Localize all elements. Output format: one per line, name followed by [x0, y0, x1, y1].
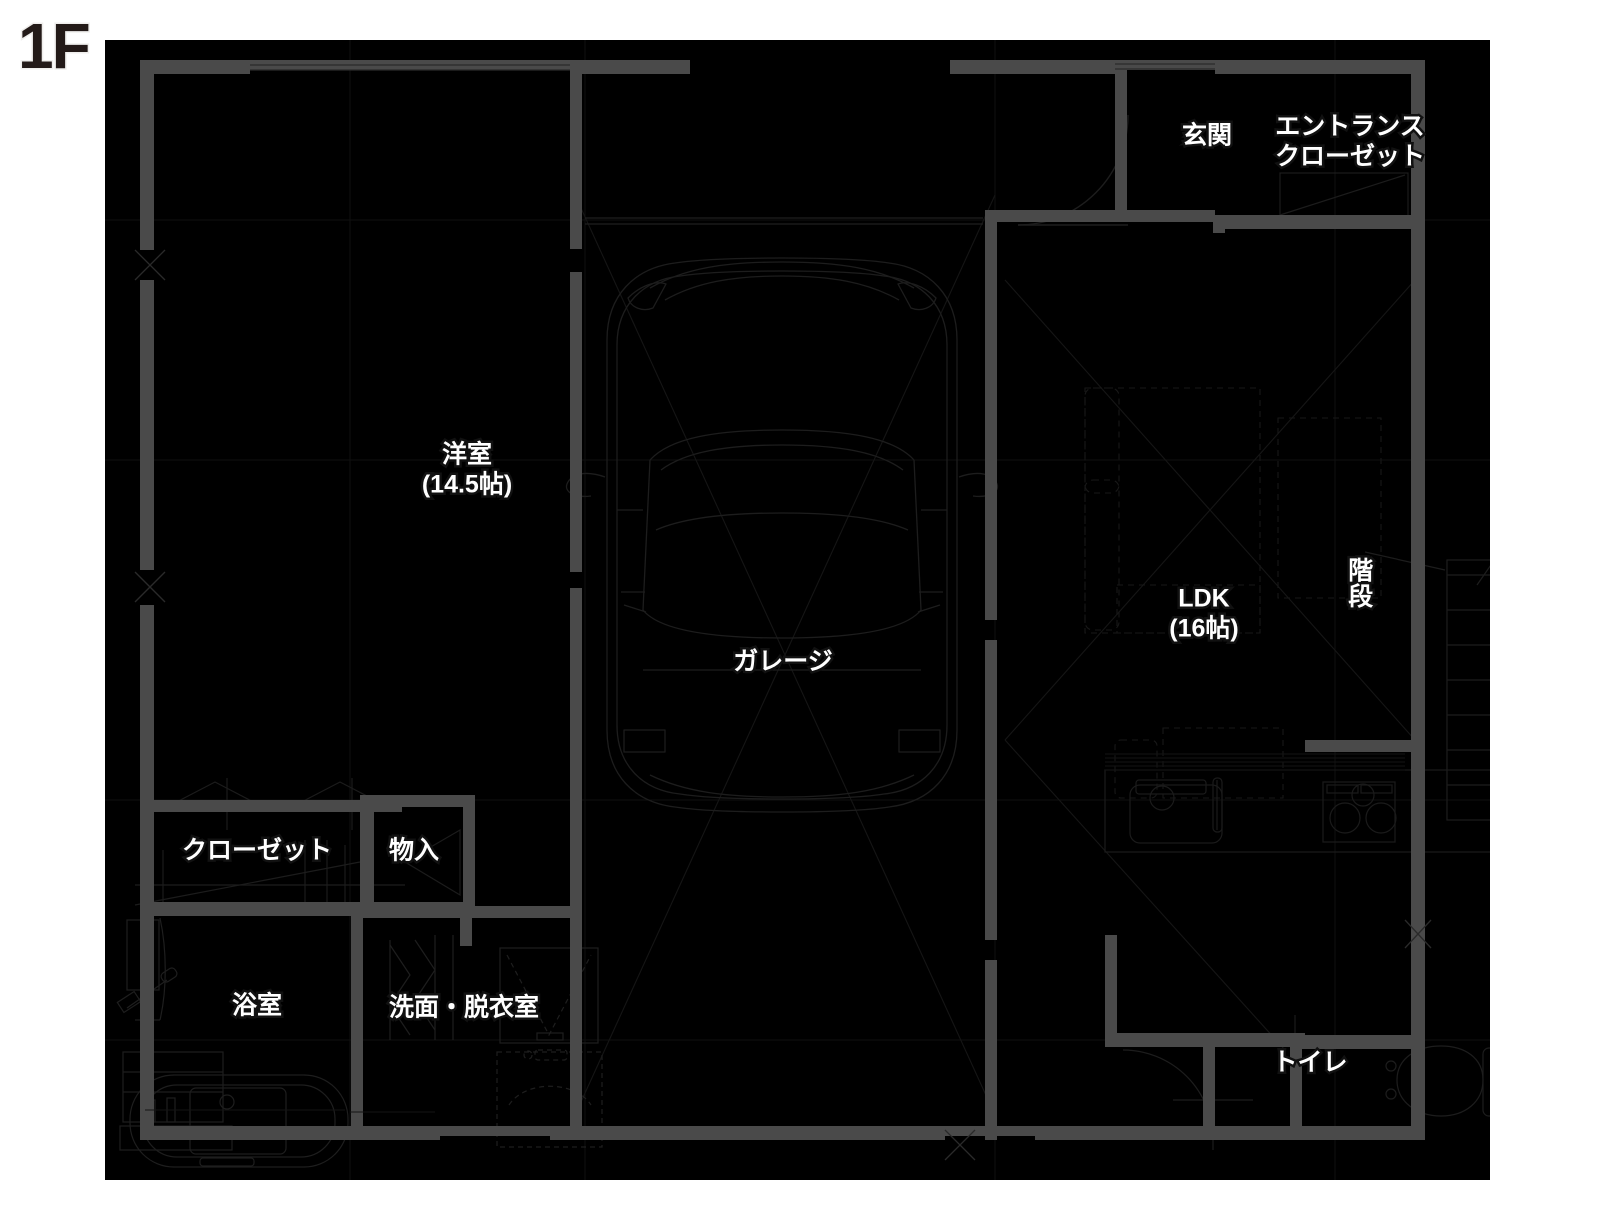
car-top-view-icon	[565, 257, 999, 813]
walls	[140, 60, 1425, 1140]
window-openings	[134, 63, 1432, 1161]
entry-door-swing	[1017, 114, 1129, 226]
ldk-furniture	[1084, 387, 1382, 799]
entrance-closet-hatch	[1279, 172, 1409, 219]
washroom-fixtures	[119, 935, 603, 1151]
stair-treads	[1364, 551, 1490, 821]
floorplan-drawing	[105, 40, 1490, 1180]
ldk-void-diagonals	[1004, 279, 1416, 1051]
kitchen-fixtures	[1104, 753, 1490, 853]
floor-badge: 1F	[17, 10, 93, 82]
garage-void-diagonals	[574, 194, 996, 1116]
bath-floor-hatch	[145, 1109, 435, 1113]
construction-grid	[105, 40, 1490, 1180]
plan-canvas: 洋室 (14.5帖) ガレージ 玄関 エントランス クローゼット LDK (16…	[105, 40, 1490, 1180]
garage-door	[585, 217, 983, 225]
bathroom-fixtures	[116, 917, 411, 1168]
